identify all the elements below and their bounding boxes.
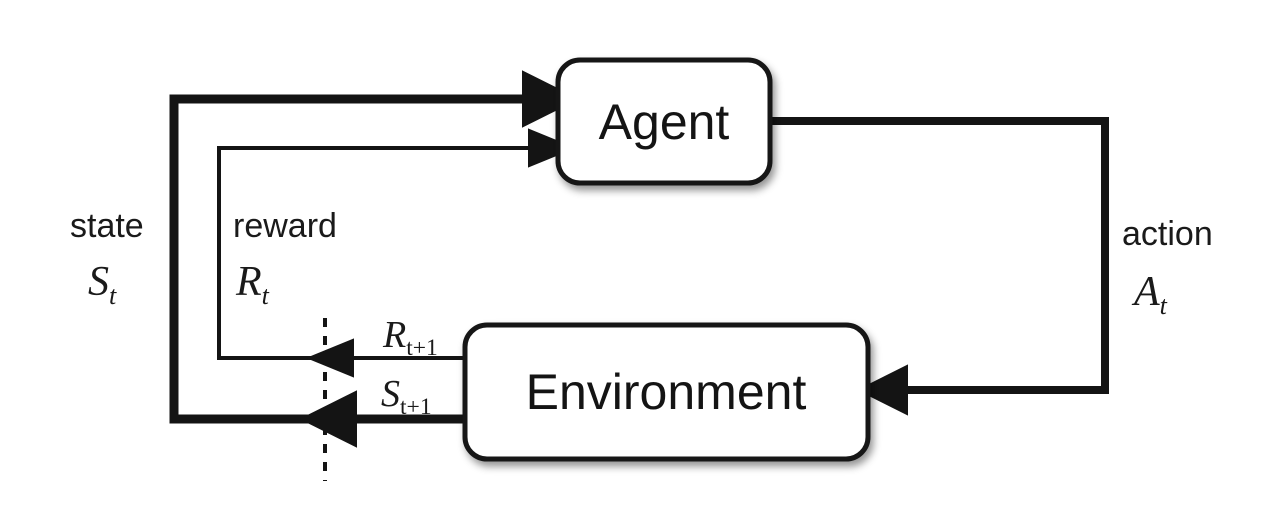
connector-layer	[169, 70, 1109, 481]
environment-label: Environment	[526, 364, 807, 420]
state-word-label: state	[70, 207, 144, 245]
state-feedback-path	[169, 70, 580, 424]
state-label-group: state St	[70, 207, 144, 310]
reward-word-label: reward	[233, 207, 337, 245]
reward-symbol-subscript: t	[262, 281, 270, 310]
reward-feedback-path	[217, 128, 576, 360]
state-next-label-group: St+1	[381, 373, 432, 420]
environment-box[interactable]	[462, 322, 871, 462]
state-next-symbol-label: St+1	[381, 373, 432, 420]
state-symbol-label: St	[88, 259, 117, 310]
action-symbol-base: A	[1131, 269, 1160, 315]
reward-next-symbol-label: Rt+1	[382, 314, 438, 361]
action-symbol-subscript: t	[1160, 291, 1168, 320]
reward-next-base: R	[382, 314, 406, 356]
agent-label: Agent	[599, 94, 730, 150]
agent-box[interactable]	[555, 57, 773, 186]
state-next-base: S	[381, 373, 400, 415]
action-path	[770, 117, 1109, 416]
agent-node[interactable]: Agent	[555, 57, 773, 186]
reward-symbol-base: R	[235, 259, 262, 305]
reward-symbol-label: Rt	[235, 259, 270, 310]
reward-label-group: reward Rt	[233, 207, 337, 310]
reward-next-subscript: t+1	[406, 335, 438, 361]
state-symbol-base: S	[88, 259, 109, 305]
action-word-label: action	[1122, 215, 1213, 253]
action-label-group: action At	[1122, 215, 1213, 320]
state-next-subscript: t+1	[400, 394, 432, 420]
state-symbol-subscript: t	[109, 281, 117, 310]
reward-next-label-group: Rt+1	[382, 314, 438, 361]
action-symbol-label: At	[1131, 269, 1168, 320]
environment-node[interactable]: Environment	[462, 322, 871, 462]
